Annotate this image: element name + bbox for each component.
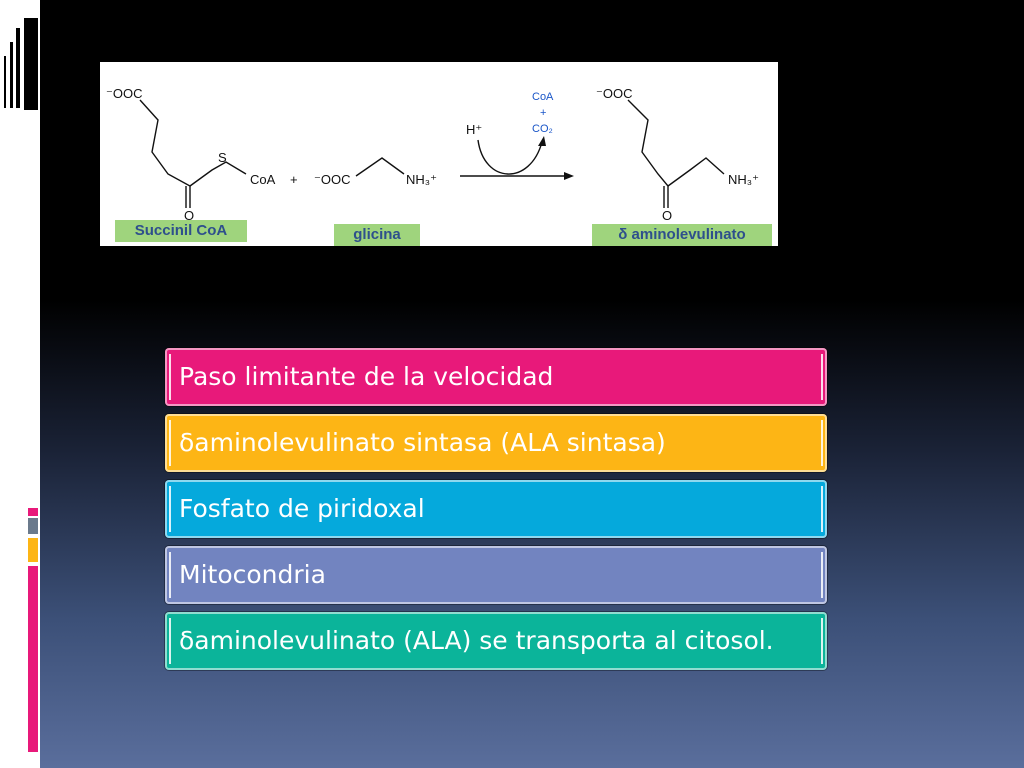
reaction-arrow [460,136,574,180]
svg-text:H⁺: H⁺ [466,122,482,137]
left-decorative-strip [0,0,40,768]
step-text: δaminolevulinato sintasa (ALA sintasa) [179,428,666,457]
step-ala-transport: δaminolevulinato (ALA) se transporta al … [165,612,827,670]
step-text: Mitocondria [179,560,326,589]
ala-structure [627,99,725,208]
succinyl-coa-label: Succinil CoA [115,220,247,242]
reaction-structures: ⁻OOC S CoA O + ⁻OOC NH₃⁺ H⁺ CoA + CO₂ ⁻O… [106,86,759,223]
strip-orange [28,538,38,562]
glycine-label: glicina [334,224,420,246]
svg-text:O: O [184,208,194,223]
succinyl-coa-structure [139,99,247,208]
step-ala-synthase: δaminolevulinato sintasa (ALA sintasa) [165,414,827,472]
strip-gray [28,518,38,534]
step-text: Paso limitante de la velocidad [179,362,554,391]
reaction-diagram: ⁻OOC S CoA O + ⁻OOC NH₃⁺ H⁺ CoA + CO₂ ⁻O… [100,62,778,246]
step-pyridoxal-phosphate: Fosfato de piridoxal [165,480,827,538]
svg-text:O: O [662,208,672,223]
slide-decoration-icon [4,18,38,110]
steps-list: Paso limitante de la velocidad δaminolev… [165,348,827,678]
svg-text:CoA: CoA [532,91,554,103]
svg-text:+: + [540,107,546,119]
strip-pink-bottom [28,566,38,752]
step-text: δaminolevulinato (ALA) se transporta al … [179,626,774,655]
svg-text:NH₃⁺: NH₃⁺ [728,172,759,187]
svg-text:+: + [290,172,298,187]
strip-pink-top [28,508,38,516]
svg-text:⁻OOC: ⁻OOC [596,86,632,101]
svg-text:CO₂: CO₂ [532,123,553,135]
step-mitochondria: Mitocondria [165,546,827,604]
ala-label: δ aminolevulinato [592,224,772,246]
svg-text:S: S [218,150,227,165]
svg-text:⁻OOC: ⁻OOC [106,86,142,101]
step-rate-limiting: Paso limitante de la velocidad [165,348,827,406]
step-text: Fosfato de piridoxal [179,494,425,523]
svg-text:⁻OOC: ⁻OOC [314,172,350,187]
glycine-structure [355,157,405,177]
svg-text:NH₃⁺: NH₃⁺ [406,172,437,187]
svg-text:CoA: CoA [250,172,276,187]
